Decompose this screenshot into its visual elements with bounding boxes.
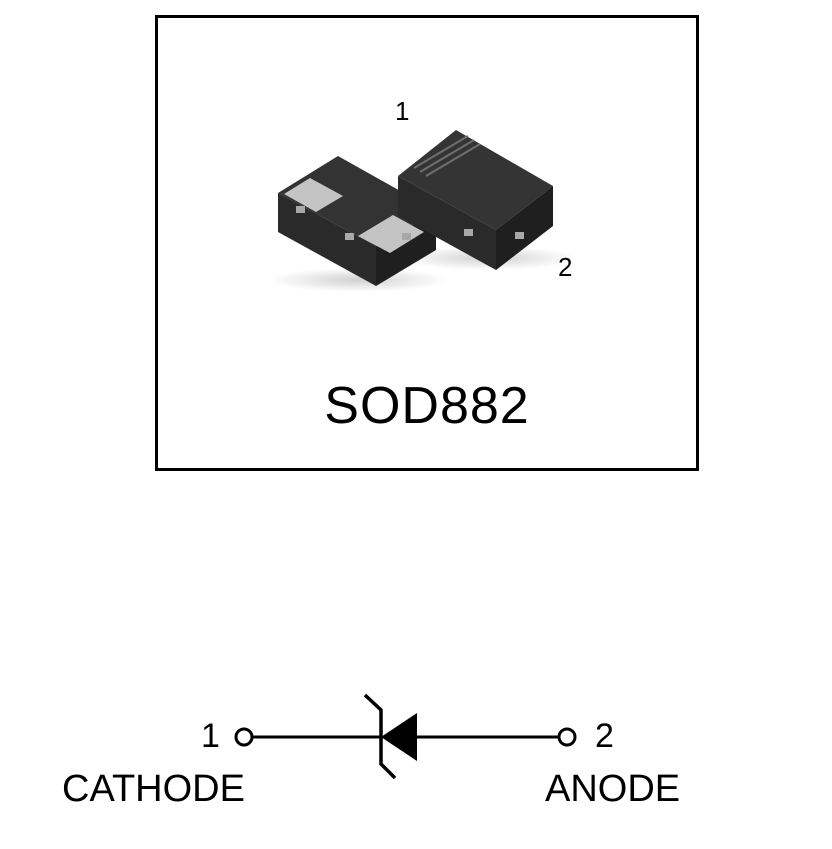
cathode-label: CATHODE (62, 768, 245, 810)
package-3d-illustration (268, 130, 578, 292)
zener-diode-symbol (234, 693, 577, 780)
package-name: SOD882 (324, 377, 530, 435)
right-chip-top-view (398, 130, 553, 270)
left-chip-pad-1 (284, 178, 343, 212)
left-chip-side-pad-c (402, 233, 411, 240)
diode-triangle (381, 713, 417, 761)
left-chip-shadow (268, 268, 448, 292)
cathode-mark-line-3 (425, 143, 481, 177)
cathode-mark-line-1 (413, 135, 469, 169)
package-illustration-frame: 1 2 SOD882 (155, 15, 699, 471)
left-chip-bottom-view (278, 156, 436, 286)
cathode-mark-line-2 (419, 139, 475, 173)
package-pin1-label: 1 (395, 96, 410, 126)
right-chip-side-pad-a (464, 229, 473, 236)
left-chip-pad-2 (358, 215, 424, 253)
package-pin2-label: 2 (558, 252, 573, 282)
right-chip-side-pad-b (515, 232, 524, 239)
left-chip-side-pad-a (296, 206, 305, 213)
pin1-terminal-circle (234, 727, 254, 747)
pin2-terminal-circle (557, 727, 577, 747)
schematic-pin2-number: 2 (595, 717, 614, 755)
schematic-pin1-number: 1 (201, 717, 220, 755)
anode-label: ANODE (545, 768, 681, 810)
left-chip-side-pad-b (345, 233, 354, 240)
